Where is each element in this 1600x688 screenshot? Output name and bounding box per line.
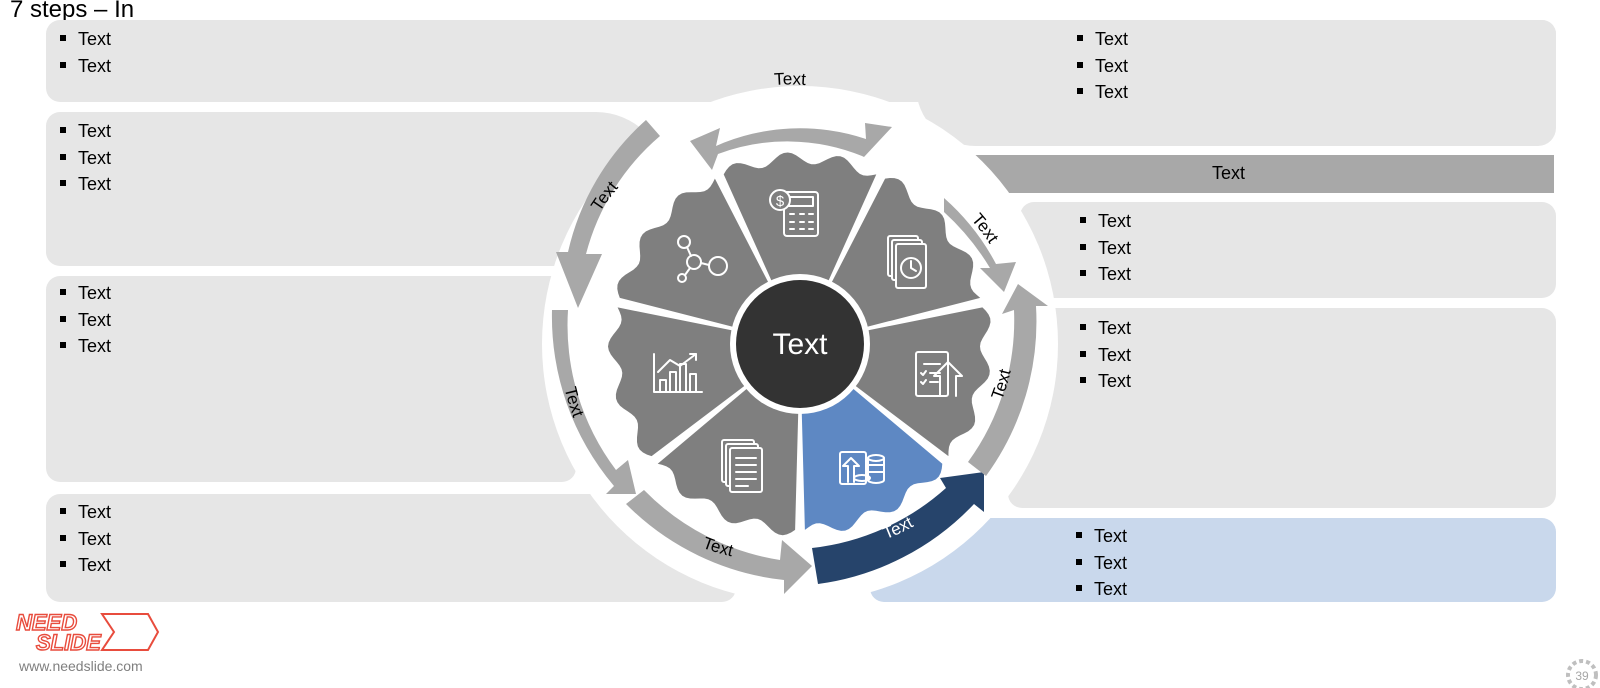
list-item: Text: [1078, 235, 1131, 262]
bullet-list-top-right: Text Text Text: [1075, 26, 1128, 106]
segment-highlighted: [801, 386, 943, 531]
arrow-upper-left-shape: [556, 120, 660, 308]
molecule-network-icon: [677, 235, 728, 283]
footer-url: www.needslide.com: [19, 658, 143, 674]
panel-left-2: [46, 276, 576, 482]
arrow-right-shape: [968, 284, 1048, 476]
connector-bar: Text: [903, 155, 1554, 193]
slide-title: 7 steps – In: [10, 0, 135, 23]
list-item: Text: [1078, 315, 1131, 342]
list-item: Text: [58, 333, 111, 360]
arrow-top-label: Text: [774, 69, 807, 89]
panel-right-1: [1020, 202, 1556, 298]
calculator-icon: $: [769, 189, 819, 237]
list-item: Text: [58, 53, 111, 80]
bullet-list-left-3: Text Text Text: [58, 499, 111, 579]
arrow-bottom-left-shape: [626, 490, 812, 594]
panel-top-right-extension: [916, 20, 1556, 146]
bullet-list-left-2: Text Text Text: [58, 280, 111, 360]
report-upload-icon: [915, 351, 963, 397]
needslide-logo: NEED SLIDE: [15, 610, 160, 656]
segment: [617, 178, 770, 328]
panel-left-1: [46, 112, 666, 266]
list-item: Text: [58, 118, 111, 145]
arrow-top-shape: [690, 123, 892, 170]
arrow-top: Text: [690, 69, 892, 170]
list-item: Text: [1075, 53, 1128, 80]
arrow-highlighted-shape: [812, 472, 984, 584]
page-number-badge: 39: [1566, 659, 1598, 688]
list-item: Text: [58, 145, 111, 172]
list-item: Text: [1074, 550, 1127, 577]
center-hub: Text: [730, 274, 870, 414]
bullet-list-top-left: Text Text: [58, 26, 111, 79]
arrow-highlighted: Text: [812, 472, 984, 584]
bar-chart-icon: [653, 353, 703, 393]
page-number: 39: [1575, 669, 1589, 683]
panel-right-2: [1008, 308, 1556, 508]
bullet-list-right-3: Text Text Text: [1074, 523, 1127, 603]
arrow-upper-right-shape: [944, 198, 1016, 292]
list-item: Text: [58, 526, 111, 553]
document-stack-icon: [721, 439, 763, 493]
list-item: Text: [58, 280, 111, 307]
list-item: Text: [58, 26, 111, 53]
list-item: Text: [1074, 576, 1127, 603]
list-item: Text: [58, 171, 111, 198]
list-item: Text: [1078, 261, 1131, 288]
center-hub-fill: [736, 280, 864, 408]
list-item: Text: [58, 499, 111, 526]
panel-right-3-highlight: [870, 518, 1556, 602]
list-item: Text: [1075, 79, 1128, 106]
center-hub-label: Text: [772, 328, 828, 361]
list-item: Text: [1075, 26, 1128, 53]
bullet-list-right-1: Text Text Text: [1078, 208, 1131, 288]
list-item: Text: [58, 307, 111, 334]
documents-clock-icon: [887, 235, 927, 289]
list-item: Text: [1078, 342, 1131, 369]
list-item: Text: [1078, 208, 1131, 235]
list-item: Text: [1078, 368, 1131, 395]
list-item: Text: [1074, 523, 1127, 550]
upload-coins-icon: [839, 451, 885, 485]
bullet-list-right-2: Text Text Text: [1078, 315, 1131, 395]
segment: [608, 307, 748, 457]
bullet-list-left-1: Text Text Text: [58, 118, 111, 198]
logo-line2: SLIDE: [36, 630, 102, 655]
svg-text:$: $: [776, 193, 785, 210]
segment: [723, 152, 877, 284]
list-item: Text: [58, 552, 111, 579]
connector-bar-label: Text: [1211, 163, 1245, 183]
logo-line1: NEED: [16, 610, 77, 635]
arrow-left-shape: [551, 310, 636, 494]
